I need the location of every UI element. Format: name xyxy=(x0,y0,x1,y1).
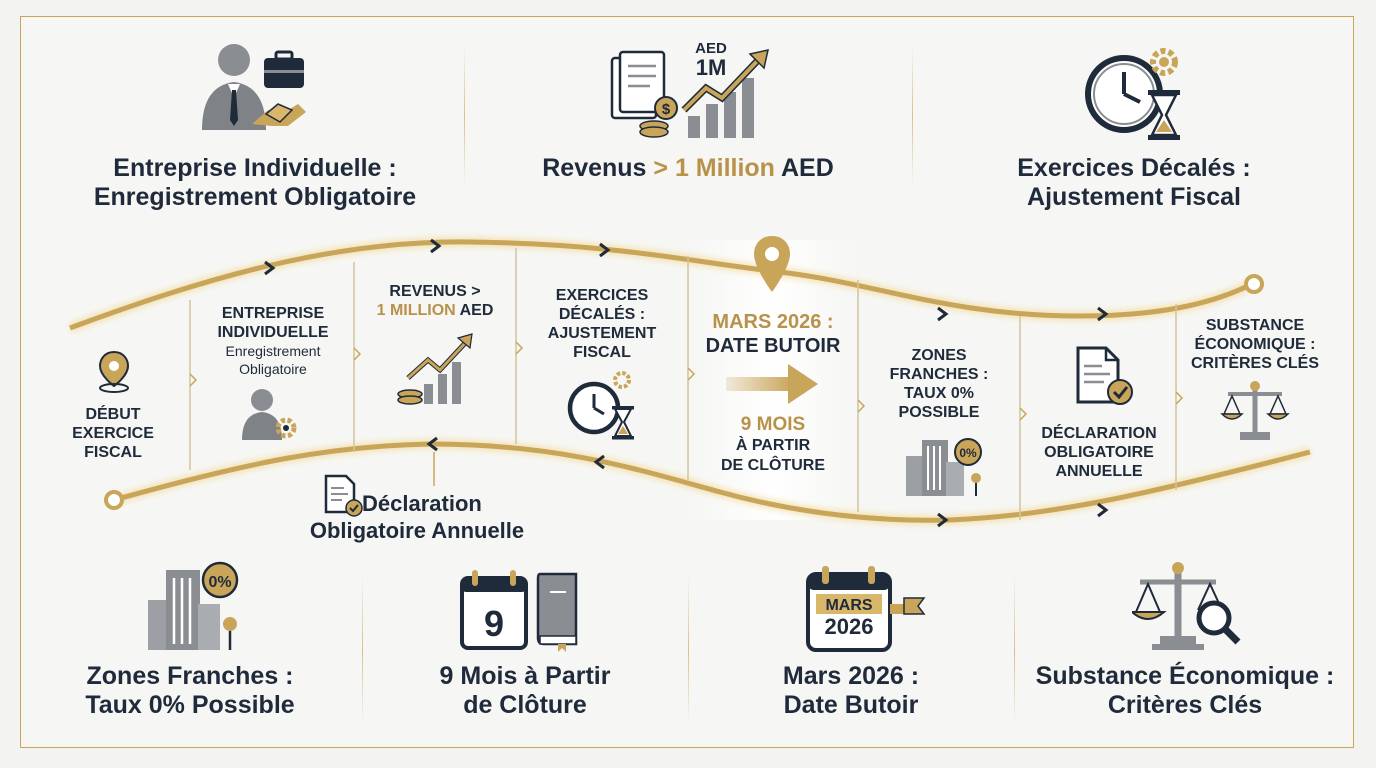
segment-1-label: ENTREPRISE INDIVIDUELLE Enregistrement O… xyxy=(217,305,329,377)
segment-3-label: EXERCICES DÉCALÉS : AJUSTEMENT FISCAL xyxy=(547,287,657,361)
segment-6-label: DÉCLARATION OBLIGATOIRE ANNUELLE xyxy=(1041,425,1157,480)
flow-arrow xyxy=(599,242,611,258)
growth-chart-icon xyxy=(397,333,473,405)
businessman-handshake-icon xyxy=(202,44,306,130)
segment-4-heading: MARS 2026 : DATE BUTOIR xyxy=(705,311,841,357)
declaration-annotation: Déclaration Obligatoire Annuelle xyxy=(309,491,525,543)
svg-text:0%: 0% xyxy=(959,446,977,460)
scale-magnifier-icon xyxy=(1132,562,1241,650)
timeline-bottom-curve xyxy=(113,441,1311,523)
segment-7-label: SUBSTANCE ÉCONOMIQUE : CRITÈRES CLÉS xyxy=(1190,317,1319,372)
timeline-top-curve xyxy=(69,239,1254,331)
separator-chevron xyxy=(687,367,696,381)
top-divider-2 xyxy=(912,46,913,186)
aed-badge: AED 1M xyxy=(695,40,727,80)
clock-hourglass-gear-icon xyxy=(1085,48,1180,140)
location-pin-icon xyxy=(98,350,130,393)
flow-arrow xyxy=(937,306,949,322)
declaration-document-icon xyxy=(324,474,363,517)
separator-chevron xyxy=(1019,407,1028,421)
svg-text:MARS: MARS xyxy=(825,597,872,614)
separator-chevron xyxy=(1175,391,1184,405)
top-card-3-label: Exercices Décalés : Ajustement Fiscal xyxy=(1017,154,1251,211)
timeline-start-label: DÉBUT EXERCICE FISCAL xyxy=(72,406,154,461)
bottom-card-2-label: 9 Mois à Partir de Clôture xyxy=(439,662,611,719)
segment-5-label: ZONES FRANCHES : TAUX 0% POSSIBLE xyxy=(889,347,989,421)
flow-arrow xyxy=(426,436,438,452)
person-gear-icon xyxy=(242,389,297,440)
flow-arrow xyxy=(1097,502,1109,518)
bottom-divider-2 xyxy=(688,575,689,725)
svg-text:9: 9 xyxy=(484,603,504,644)
bottom-card-1-label: Zones Franches : Taux 0% Possible xyxy=(85,662,295,719)
map-pin-icon xyxy=(754,236,790,292)
top-card-2-label: Revenus > 1 Million AED xyxy=(542,154,834,182)
separator-chevron xyxy=(515,341,524,355)
segment-2-label: REVENUS > 1 MILLION AED xyxy=(376,283,494,319)
separator-chevron xyxy=(857,399,866,413)
bottom-divider-3 xyxy=(1014,575,1015,725)
flow-arrow xyxy=(1097,306,1109,322)
separator-chevron xyxy=(353,347,362,361)
timeline-end-circle xyxy=(1244,274,1264,294)
building-zero-percent-icon: 0% xyxy=(906,438,982,496)
balance-scale-icon xyxy=(1220,381,1290,440)
timeline-start-circle xyxy=(104,490,124,510)
bottom-divider-1 xyxy=(362,575,363,725)
revenue-growth-chart-icon: $ xyxy=(610,49,769,138)
arrow-right-icon xyxy=(726,364,818,404)
flow-arrow xyxy=(430,238,442,254)
flow-arrow xyxy=(937,512,949,528)
clock-hourglass-icon xyxy=(567,371,634,440)
building-zero-percent-icon: 0% xyxy=(148,561,239,650)
flow-arrow xyxy=(264,260,276,276)
document-check-icon xyxy=(1076,346,1133,405)
bottom-card-4-label: Substance Économique : Critères Clés xyxy=(1035,662,1335,719)
infographic-frame xyxy=(20,16,1354,748)
separator-chevron xyxy=(189,373,198,387)
top-card-1-label: Entreprise Individuelle : Enregistrement… xyxy=(93,154,417,211)
segment-4-deadline: 9 MOIS À PARTIR DE CLÔTURE xyxy=(721,414,825,474)
svg-text:2026: 2026 xyxy=(825,614,874,639)
calendar-flag-icon: MARS 2026 xyxy=(806,566,926,652)
svg-text:0%: 0% xyxy=(208,574,231,591)
top-divider-1 xyxy=(464,46,465,186)
flow-arrow xyxy=(593,454,605,470)
svg-text:$: $ xyxy=(662,101,671,118)
calendar-book-icon: 9 xyxy=(460,570,578,652)
bottom-card-3-label: Mars 2026 : Date Butoir xyxy=(782,662,920,719)
